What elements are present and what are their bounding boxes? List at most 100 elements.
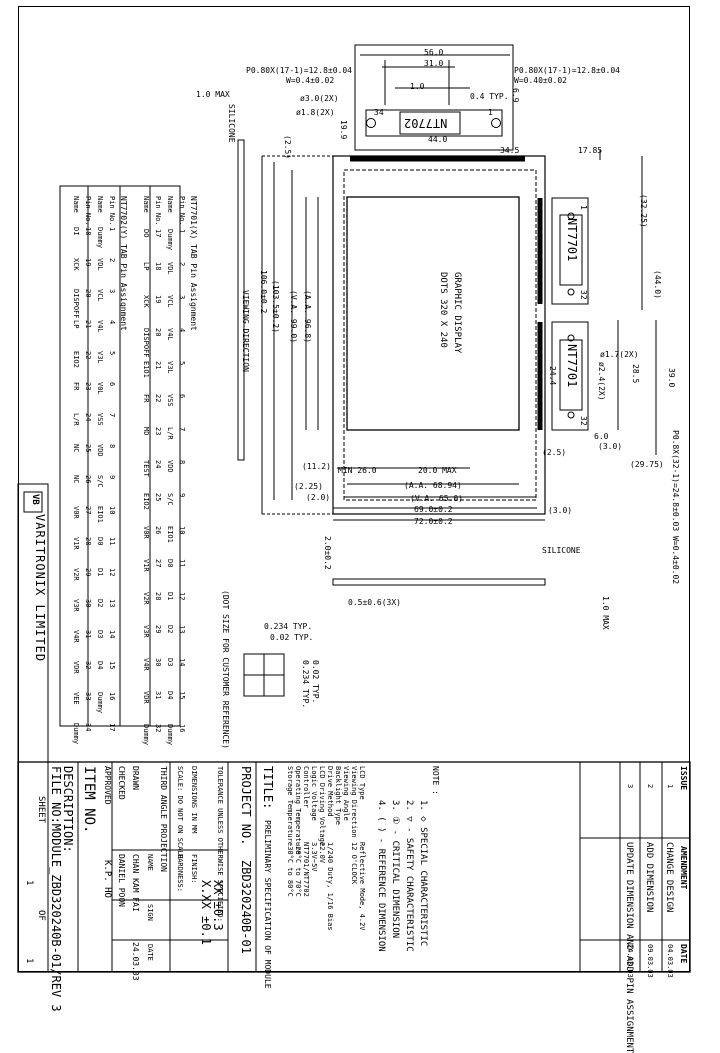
dim-w-left: W=0.4±0.02 — [286, 76, 335, 85]
spec-label: Controller — [302, 766, 310, 809]
dim-hole24: ø2.4(2X) — [597, 362, 606, 401]
spec-value: 22.0V — [318, 842, 326, 864]
viewing-area-dashed — [343, 169, 537, 501]
nt7702-pin-cell: 24 — [84, 413, 92, 422]
nt7701-pin-cell: S/C — [166, 493, 174, 506]
of-label: OF — [36, 910, 46, 921]
nt7701-pin-cell: 23 — [154, 427, 162, 436]
nt7702-pin-cell: 29 — [84, 568, 92, 577]
nt7701-pin-cell: 29 — [154, 625, 162, 634]
nt7702-pin-cell: EIO2 — [72, 351, 80, 368]
nt7701-pin-cell: 32 — [154, 724, 162, 733]
nt7701-pin-cell: E1O1 — [142, 361, 150, 378]
nt7701-pin-cell: 10 — [178, 526, 186, 535]
nt7702-pin-cell: 19 — [84, 258, 92, 267]
silicone-bottom-label: SILICONE — [542, 546, 581, 555]
nt7702-pin-cell: LP — [72, 320, 80, 329]
nt7702-pin-cell: 7 — [108, 413, 116, 418]
dim-244: 24.4 — [548, 366, 557, 386]
dot-dim-c: 0.234 TYP. — [301, 660, 310, 709]
nt7701-pin-cell: TEST — [142, 460, 150, 477]
nt7701-pin-cell: 3 — [178, 295, 186, 300]
hole-left — [366, 118, 376, 128]
graphic-display-text: GRAPHIC DISPLAY — [452, 272, 462, 354]
rev-issue-header: ISSUE — [679, 766, 688, 791]
nt7701-pin-cell: 26 — [154, 526, 162, 535]
nt7701-pin-cell: XCK — [142, 295, 150, 308]
nt7702-pin-cell: L/R — [72, 413, 80, 426]
nt7702-pin-cell: 26 — [84, 475, 92, 484]
nt7702-pin-cell: VEE — [72, 692, 80, 705]
dim-31: 31.0 — [424, 59, 444, 68]
checked-name: DANIEL POON — [117, 854, 126, 907]
nt7702-pin-cell: VDL — [96, 258, 104, 271]
nt7701-pin-cell: 12 — [178, 592, 186, 601]
dim-pitch-left: P0.80X(17-1)=12.8±0.04 — [246, 66, 352, 75]
scale-note: SCALE: DO NOT ON SCALE — [176, 766, 184, 859]
spec-label: LCD Driving Voltage — [318, 766, 326, 847]
revision-issue: 1 — [666, 784, 674, 789]
checked-label: CHECKED — [117, 766, 126, 800]
dot-dim-b: 0.02 TYP. — [270, 633, 314, 642]
nt7701-pin-cell: FR — [142, 394, 150, 403]
nt7702-pin-cell: V3R — [72, 599, 80, 612]
drawn-date: 24.03.03 — [131, 942, 140, 981]
rev-amendment-header: AMENDMENT — [679, 846, 688, 890]
nt7702-pin-cell: V3L — [96, 351, 104, 364]
nt7702-pin-cell: 20 — [84, 289, 92, 298]
nt7702-pin-cell: 4 — [108, 320, 116, 325]
dim-44: 44.0 — [428, 135, 448, 144]
nt7701-pin-cell: 19 — [154, 295, 162, 304]
company-logo: VB — [30, 494, 40, 505]
nt7701-pin-cell: 27 — [154, 559, 162, 568]
revision-date: 09.03.03 — [646, 944, 654, 978]
finish-label: FINISH: — [190, 854, 198, 884]
note-item: 2. ▽ - SAFETY CHARACTERISTIC — [404, 800, 414, 952]
project-value: ZBD320240B-01 — [239, 860, 253, 954]
approved-name: K.P. HO — [102, 860, 112, 898]
nt7702-pin-cell: 18 — [84, 227, 92, 236]
nt7701-pin-cell: 28 — [154, 592, 162, 601]
nt7702-pin-cell: 10 — [108, 506, 116, 515]
dim-390: 39.0 — [667, 368, 676, 388]
right-tab-lower — [551, 321, 589, 431]
dim-pitch-bottom: P0.8X(32-1)=24.8±0.03 W=0.4±0.02 — [671, 430, 680, 585]
nt7702-pin-cell: V1R — [72, 537, 80, 550]
spec-value: NT7701/NT7702 — [302, 842, 310, 897]
dim-25b: (2.5) — [542, 448, 567, 457]
nt7701-pin-cell: 25 — [154, 493, 162, 502]
nt7701-pin-cell: D3 — [166, 658, 174, 667]
pin-table-grid — [59, 185, 181, 727]
nt7702-pin-cell: 22 — [84, 351, 92, 360]
nt7701-pin-cell: Pin No. — [178, 196, 186, 226]
nt7701-label-2: NT7701 — [565, 344, 579, 388]
spec-label: Drive Method — [326, 766, 334, 817]
silicone-top-label: SILICONE — [227, 104, 236, 143]
nt7702-pin-cell: D3 — [96, 630, 104, 639]
item-no-label: ITEM NO. — [81, 766, 97, 834]
nt7702-pin-cell: 9 — [108, 475, 116, 480]
project-label: PROJECT NO. — [239, 766, 253, 846]
pin32r2-label: 32 — [579, 416, 588, 426]
dot-dim-d: 0.02 TYP. — [311, 660, 320, 704]
approved-label: APPROVED — [103, 766, 112, 805]
nt7702-pin-cell: EIO1 — [96, 506, 104, 523]
nt7702-label: NT7702 — [404, 116, 448, 130]
nt7702-pin-cell: 15 — [108, 661, 116, 670]
nt7701-pin-cell: LP — [142, 262, 150, 271]
nt7702-pin-cell: 21 — [84, 320, 92, 329]
nt7701-pin-cell: 14 — [178, 658, 186, 667]
hole-right — [491, 118, 501, 128]
nt7702-pin-cell: 5 — [108, 351, 116, 356]
col-name: NAME — [146, 854, 154, 871]
nt7701-pin-cell: EIO2 — [142, 493, 150, 510]
nt7702-pin-cell: NC — [72, 475, 80, 484]
drawing-sheet: 56.0 31.0 1.0 0.4 TYP. P0.80X(17-1)=12.8… — [17, 6, 691, 1053]
nt7701-pin-cell: 16 — [178, 724, 186, 733]
dim-10max-top: 1.0 MAX — [196, 90, 230, 99]
nt7702-pin-cell: D4 — [96, 661, 104, 670]
nt7702-pin-cell: 28 — [84, 537, 92, 546]
nt7702-pin-cell: 8 — [108, 444, 116, 449]
nt7702-pin-cell: V2R — [72, 568, 80, 581]
nt7702-pin-cell: 31 — [84, 630, 92, 639]
